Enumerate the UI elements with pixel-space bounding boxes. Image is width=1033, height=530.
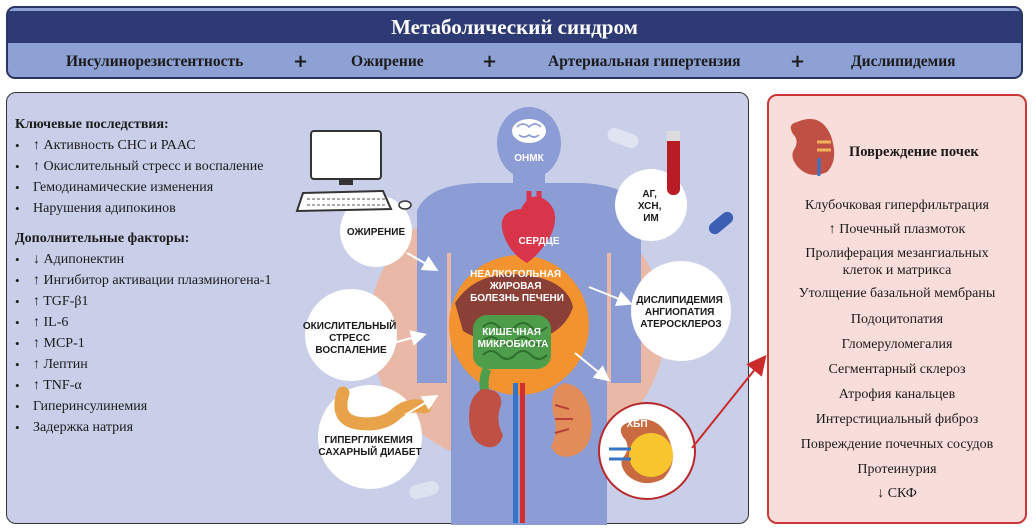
microbiota-label: КИШЕЧНАЯ МИКРОБИОТА [478,327,549,350]
pancreas-icon [334,386,432,431]
list-item: ↑ TGF-β1 [15,291,315,312]
list-item: Сегментарный склероз [828,362,966,377]
pathophysiology-panel: Ключевые последствия: ↑ Активность СНС и… [6,92,749,525]
dyslipidemia-circle [631,261,731,361]
oxidative-circle [305,289,397,381]
capsule-icon [708,211,734,235]
oxidative-label: ОКИСЛИТЕЛЬНЫЙ СТРЕСС ВОСПАЛЕНИЕ [303,319,399,356]
banner-components: Инсулинорезистентность + Ожирение + Арте… [8,44,1021,80]
list-item: Протеинурия [857,462,937,477]
list-item: Гиперинсулинемия [15,396,315,417]
plus-sign: + [790,51,806,72]
brain-label: ОНМК [514,153,544,164]
list-item: ↑ MCP-1 [15,333,315,354]
factors-title: Дополнительные факторы: [15,231,190,246]
kidney-icon [790,119,835,176]
heart-label: СЕРДЦЕ [518,236,559,247]
consequences-title: Ключевые последствия: [15,117,169,132]
list-item: Атрофия канальцев [838,387,956,402]
arrow [574,352,611,382]
ckd-label: ХБП [626,419,647,430]
pill-icon [607,127,639,149]
body-illustration: ОНМК НЕАЛКОГОЛЬНАЯ ЖИРОВАЯ БОЛЕЗНЬ ПЕЧЕН… [295,107,734,525]
banner-item-obesity: Ожирение [351,53,424,70]
list-item: ↑ TNF-α [15,375,315,396]
kidneys-vessels-icon [469,383,592,523]
arrow [406,252,439,271]
banner-item-dyslipidemia: Дислипидемия [851,53,956,70]
pill-icon [409,480,439,500]
list-item: Клубочковая гиперфильтрация [805,198,989,213]
cardio-label: АГ, ХСН, ИМ [638,189,664,224]
list-item: Интерстициальный фиброз [815,412,979,427]
obesity-label: ОЖИРЕНИЕ [347,227,406,238]
obesity-circle [340,195,412,267]
banner-item-hypertension: Артериальная гипертензия [548,53,741,70]
plus-sign: + [482,51,498,72]
computer-icon [295,130,412,213]
liver-label: НЕАЛКОГОЛЬНАЯ ЖИРОВАЯ БОЛЕЗНЬ ПЕЧЕНИ [470,269,564,304]
kidney-damage-list: Клубочковая гиперфильтрация ↑ Почечный п… [769,197,1025,509]
dyslipidemia-label: ДИСЛИПИДЕМИЯ АНГИОПАТИЯ АТЕРОСКЛЕРОЗ [636,295,725,330]
kidney-damage-panel: Повреждение почек Клубочковая гиперфильт… [767,94,1027,524]
list-item: ↑ IL-6 [15,312,315,333]
arrow [588,286,633,306]
list-item: Гемодинамические изменения [15,177,315,198]
hyperglycemia-label: ГИПЕРГЛИКЕМИЯ САХАРНЫЙ ДИАБЕТ [318,435,421,458]
banner-title: Метаболический синдром [8,11,1021,43]
list-item: ↑ Окислительный стресс и воспаление [15,156,315,177]
arrow [392,330,427,346]
list-item: Пролиферация мезангиальных клеток и матр… [805,246,989,278]
list-item: Утолщение базальной мембраны [798,286,996,301]
ckd-kidney-icon [598,402,696,500]
list-item: Гломеруломегалия [841,337,953,352]
list-item: ↓ СКФ [877,486,917,501]
plus-sign: + [293,51,309,72]
metabolic-syndrome-banner: Метаболический синдром Инсулинорезистент… [6,6,1023,79]
list-item: ↑ Лептин [15,354,315,375]
banner-item-insulin-resistance: Инсулинорезистентность [66,53,244,70]
list-item: Подоцитопатия [850,312,944,327]
list-item: ↑ Активность СНС и РААС [15,135,315,156]
list-item: Нарушения адипокинов [15,198,315,219]
list-item: Задержка натрия [15,417,315,438]
factors-list: ↓ Адипонектин ↑ Ингибитор активации плаз… [15,249,315,438]
arrow [404,394,439,416]
blood-tube-icon [667,131,680,195]
brain-icon [512,119,546,143]
consequences-list: ↑ Активность СНС и РААС ↑ Окислительный … [15,135,315,219]
list-item: ↓ Адипонектин [15,249,315,270]
factors-column: Ключевые последствия: ↑ Активность СНС и… [15,117,315,450]
list-item: ↑ Ингибитор активации плазминогена-1 [15,270,315,291]
heart-icon [501,191,556,263]
list-item: Повреждение почечных сосудов [800,437,994,452]
list-item: ↑ Почечный плазмоток [828,222,966,237]
kidney-panel-title: Повреждение почек [849,144,979,160]
